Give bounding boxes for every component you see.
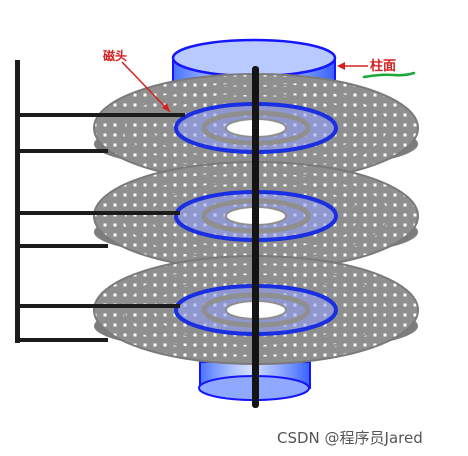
watermark-text: CSDN @程序员Jared: [277, 429, 423, 447]
actuator-post: [15, 60, 20, 343]
green-underline-mark: [362, 71, 416, 79]
head-arms: [18, 113, 185, 342]
cylinder-callout: 柱面: [337, 58, 416, 79]
spindle-axis: [252, 66, 259, 408]
head-arrowhead: [162, 103, 170, 112]
head-leader-line: [121, 61, 171, 113]
head-label: 磁头: [102, 48, 127, 63]
cylinder-label: 柱面: [370, 58, 396, 74]
cylinder-arrowhead: [337, 62, 345, 70]
head-callout: 磁头: [102, 48, 171, 113]
